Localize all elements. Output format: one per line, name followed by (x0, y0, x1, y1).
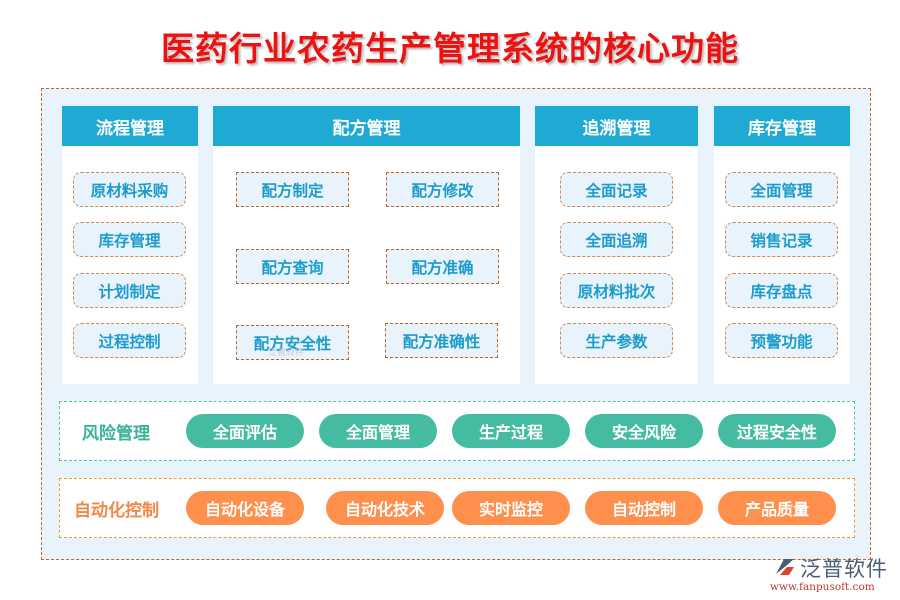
item-full-trace[interactable]: 全面追溯 (560, 222, 673, 257)
item-production-params[interactable]: 生产参数 (560, 323, 673, 358)
column-formula-management: 配方管理 配方制定 配方修改 配方查询 配方准确 配方安全性 配方准确性 (213, 106, 520, 384)
item-raw-material-batch[interactable]: 原材料批次 (560, 273, 673, 308)
item-warning-function[interactable]: 预警功能 (725, 323, 838, 358)
risk-pill-production-process[interactable]: 生产过程 (452, 414, 570, 448)
column-header: 配方管理 (213, 106, 520, 146)
auto-pill-technology[interactable]: 自动化技术 (326, 491, 444, 525)
column-process-management: 流程管理 原材料采购 库存管理 计划制定 过程控制 (62, 106, 198, 384)
auto-pill-product-quality[interactable]: 产品质量 (718, 491, 836, 525)
column-traceability-management: 追溯管理 全面记录 全面追溯 原材料批次 生产参数 (535, 106, 698, 384)
item-formula-accurate[interactable]: 配方准确 (386, 249, 499, 284)
item-formula-create[interactable]: 配方制定 (236, 172, 349, 207)
item-process-control[interactable]: 过程控制 (73, 323, 186, 358)
item-raw-material-purchase[interactable]: 原材料采购 (73, 172, 186, 207)
risk-management-label: 风险管理 (82, 423, 150, 444)
item-formula-safety[interactable]: 配方安全性 (236, 325, 349, 360)
column-header: 追溯管理 (535, 106, 698, 146)
fanpu-logo: 泛普软件 www.fanpusoft.com (770, 553, 895, 598)
logo-name: 泛普软件 (800, 557, 888, 581)
risk-pill-safety-risk[interactable]: 安全风险 (585, 414, 703, 448)
automation-control-label: 自动化控制 (74, 500, 159, 521)
page-title: 医药行业农药生产管理系统的核心功能 (161, 29, 739, 68)
risk-pill-full-assessment[interactable]: 全面评估 (186, 414, 304, 448)
logo-url: www.fanpusoft.com (770, 581, 875, 593)
column-header: 流程管理 (62, 106, 198, 146)
auto-pill-auto-control[interactable]: 自动控制 (585, 491, 703, 525)
auto-pill-equipment[interactable]: 自动化设备 (186, 491, 304, 525)
item-formula-modify[interactable]: 配方修改 (386, 172, 499, 207)
auto-pill-realtime-monitor[interactable]: 实时监控 (452, 491, 570, 525)
watermark: 泛普软件 (268, 348, 305, 358)
item-formula-accuracy[interactable]: 配方准确性 (385, 323, 498, 358)
item-stock-taking[interactable]: 库存盘点 (725, 273, 838, 308)
column-inventory-management: 库存管理 全面管理 销售记录 库存盘点 预警功能 (714, 106, 850, 384)
item-plan-making[interactable]: 计划制定 (73, 273, 186, 308)
item-formula-query[interactable]: 配方查询 (236, 249, 349, 284)
fanpu-logo-icon (776, 559, 794, 575)
column-header: 库存管理 (714, 106, 850, 146)
automation-control-band: 自动化控制 自动化设备 自动化技术 实时监控 自动控制 产品质量 (59, 478, 855, 538)
risk-management-band: 风险管理 全面评估 全面管理 生产过程 安全风险 过程安全性 (59, 401, 855, 461)
risk-pill-full-management[interactable]: 全面管理 (319, 414, 437, 448)
item-full-management[interactable]: 全面管理 (725, 172, 838, 207)
item-inventory-management[interactable]: 库存管理 (73, 222, 186, 257)
item-sales-record[interactable]: 销售记录 (725, 222, 838, 257)
risk-pill-process-safety[interactable]: 过程安全性 (718, 414, 836, 448)
item-full-record[interactable]: 全面记录 (560, 172, 673, 207)
